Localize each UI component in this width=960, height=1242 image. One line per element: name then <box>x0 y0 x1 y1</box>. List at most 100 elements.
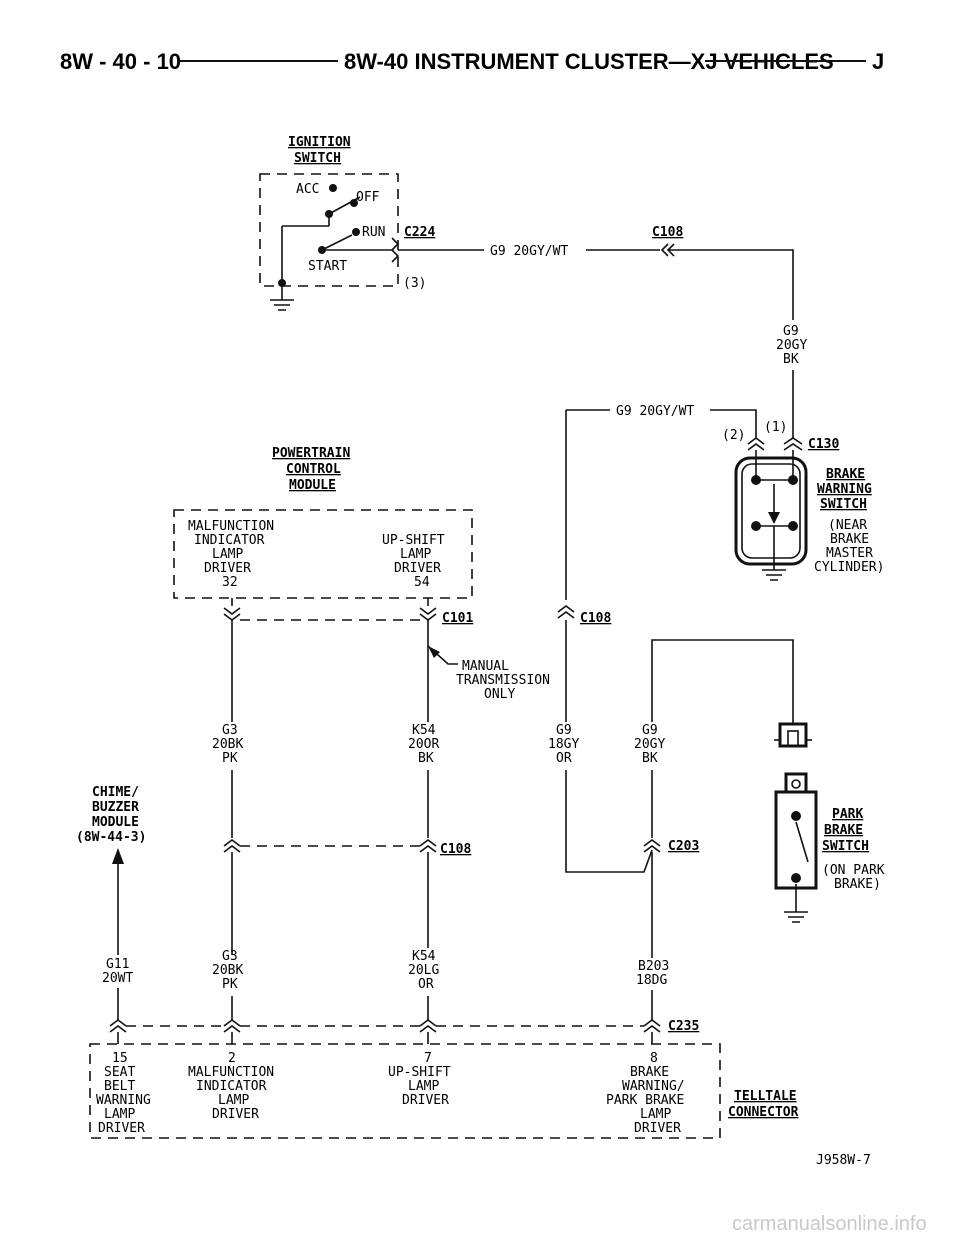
pcm-upshift-3: DRIVER <box>394 561 441 576</box>
ignition-run-label: RUN <box>362 225 385 240</box>
brake-warning-title-2: WARNING <box>817 482 872 497</box>
chime-title-3: MODULE <box>92 815 139 830</box>
telltale-connector: 15 SEAT BELT WARNING LAMP DRIVER 2 MALFU… <box>89 1043 799 1139</box>
wire-k54-top-1: K54 <box>412 723 436 738</box>
telltale-p15-5: LAMP <box>104 1107 135 1122</box>
telltale-p7-4: DRIVER <box>402 1093 449 1108</box>
pcm-upshift-4: 54 <box>414 575 430 590</box>
brake-warning-switch: (2) (1) C130 BRAKE WARNING SWITCH (NEAR … <box>722 420 884 581</box>
page-header: 8W - 40 - 10 8W-40 INSTRUMENT CLUSTER—XJ… <box>60 49 884 74</box>
telltale-p2-2: MALFUNCTION <box>188 1065 274 1080</box>
park-brake-title-1: PARK <box>832 807 863 822</box>
telltale-p2-4: LAMP <box>218 1093 249 1108</box>
wire-g9-20gy-2: 20GY <box>634 737 665 752</box>
wire-g3-bot-3: PK <box>222 977 238 992</box>
pcm-mil-2: INDICATOR <box>194 533 265 548</box>
telltale-p15-1: 15 <box>112 1051 128 1066</box>
page-section-letter: J <box>872 49 884 74</box>
park-brake-connector <box>774 722 812 748</box>
telltale-p2-1: 2 <box>228 1051 236 1066</box>
pcm-title-1: POWERTRAIN <box>272 446 350 461</box>
telltale-p7-3: LAMP <box>408 1079 439 1094</box>
wire-k54-bot-1: K54 <box>412 949 436 964</box>
ignition-start-label: START <box>308 259 347 274</box>
connector-c108-top-label: C108 <box>652 225 683 240</box>
wire-g9-18gy-1: G9 <box>556 723 572 738</box>
telltale-p15-2: SEAT <box>104 1065 135 1080</box>
pcm-title-2: CONTROL <box>286 462 341 477</box>
connector-c108-low-label: C108 <box>440 842 471 857</box>
wire-g9-20gy-3: BK <box>642 751 658 766</box>
connector-c235-label: C235 <box>668 1019 699 1034</box>
park-brake-title-3: SWITCH <box>822 839 869 854</box>
ignition-switch: IGNITION SWITCH ACC OFF RUN START (3) <box>259 135 426 311</box>
wire-g3-top-2: 20BK <box>212 737 243 752</box>
telltale-title-2: CONNECTOR <box>728 1105 799 1120</box>
telltale-p7-1: 7 <box>424 1051 432 1066</box>
brake-warning-note-2: BRAKE <box>830 532 869 547</box>
ignition-acc-label: ACC <box>296 182 319 197</box>
wire-g3-bot-2: 20BK <box>212 963 243 978</box>
pcm-mil-1: MALFUNCTION <box>188 519 274 534</box>
telltale-p8-1: 8 <box>650 1051 658 1066</box>
telltale-p8-3: WARNING/ <box>622 1079 685 1094</box>
manual-note-2: TRANSMISSION <box>456 673 550 688</box>
telltale-p15-4: WARNING <box>96 1093 151 1108</box>
figure-id: J958W-7 <box>816 1153 871 1168</box>
brake-warning-note-3: MASTER <box>826 546 873 561</box>
wire-g3-bot-1: G3 <box>222 949 238 964</box>
pcm-title-3: MODULE <box>289 478 336 493</box>
wire-g9-20gy-wt-mid: G9 20GY/WT <box>616 404 694 419</box>
watermark-text: carmanualsonline.info <box>732 1213 927 1235</box>
park-brake-note-2: BRAKE) <box>834 877 881 892</box>
wire-g11-2: 20WT <box>102 971 133 986</box>
wire-g9-20gy-1: G9 <box>642 723 658 738</box>
telltale-p8-5: LAMP <box>640 1107 671 1122</box>
wire-k54-bot-2: 20LG <box>408 963 439 978</box>
telltale-p8-4: PARK BRAKE <box>606 1093 684 1108</box>
pin-1-label: (1) <box>764 420 787 435</box>
pin-2-label: (2) <box>722 428 745 443</box>
telltale-p8-6: DRIVER <box>634 1121 681 1136</box>
wire-g9-bk-right-3: BK <box>783 352 799 367</box>
ignition-pin-label: (3) <box>403 276 426 291</box>
ignition-title-line2: SWITCH <box>294 151 341 166</box>
chime-title-1: CHIME/ <box>92 785 139 800</box>
wire-g9-18gy-3: OR <box>556 751 572 766</box>
chime-title-2: BUZZER <box>92 800 139 815</box>
telltale-p15-6: DRIVER <box>98 1121 145 1136</box>
connector-c130-label: C130 <box>808 437 839 452</box>
wire-k54-bot-3: OR <box>418 977 434 992</box>
brake-warning-title-1: BRAKE <box>826 467 865 482</box>
telltale-p2-3: INDICATOR <box>196 1079 267 1094</box>
ignition-off-label: OFF <box>356 190 380 205</box>
connector-c108-mid-label: C108 <box>580 611 611 626</box>
wire-g9-bk-right-2: 20GY <box>776 338 807 353</box>
wire-k54-top-2: 20OR <box>408 737 439 752</box>
brake-warning-title-3: SWITCH <box>820 497 867 512</box>
wire-k54-top-3: BK <box>418 751 434 766</box>
wire-g9-bk-right-1: G9 <box>783 324 799 339</box>
wire-g3-top-1: G3 <box>222 723 238 738</box>
brake-warning-note-1: (NEAR <box>828 518 867 533</box>
pcm-mil-3: LAMP <box>212 547 243 562</box>
connector-c224-label: C224 <box>404 225 435 240</box>
chime-buzzer-module: CHIME/ BUZZER MODULE (8W-44-3) <box>76 785 146 955</box>
wire-g11-1: G11 <box>106 957 129 972</box>
pcm-mil-5: 32 <box>222 575 238 590</box>
park-brake-title-2: BRAKE <box>824 823 863 838</box>
telltale-p2-5: DRIVER <box>212 1107 259 1122</box>
wire-g9-20gy-wt-top: G9 20GY/WT <box>490 244 568 259</box>
connector-c203-label: C203 <box>668 839 699 854</box>
powertrain-control-module: POWERTRAIN CONTROL MODULE MALFUNCTION IN… <box>173 446 473 599</box>
manual-note-3: ONLY <box>484 687 515 702</box>
pcm-upshift-2: LAMP <box>400 547 431 562</box>
connector-c101-label: C101 <box>442 611 473 626</box>
pcm-upshift-1: UP-SHIFT <box>382 533 445 548</box>
telltale-title-1: TELLTALE <box>734 1089 797 1104</box>
ignition-title-line1: IGNITION <box>288 135 351 150</box>
telltale-p8-2: BRAKE <box>630 1065 669 1080</box>
chime-title-4: (8W-44-3) <box>76 830 146 845</box>
wire-b203-2: 18DG <box>636 973 667 988</box>
